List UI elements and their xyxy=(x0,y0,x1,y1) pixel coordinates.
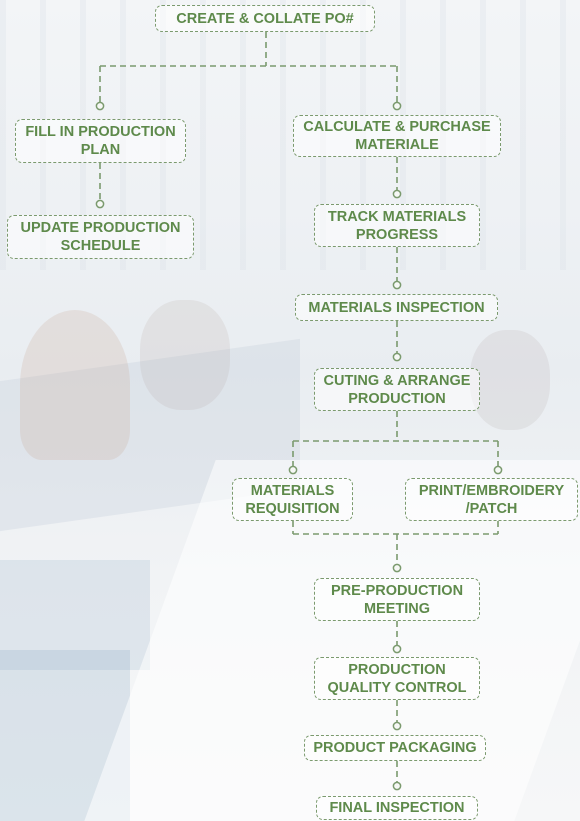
node-label: PRODUCT PACKAGING xyxy=(313,740,477,756)
node-materials-inspection: MATERIALS INSPECTION xyxy=(295,294,498,321)
node-pre-production-meeting: PRE-PRODUCTION MEETING xyxy=(314,578,480,621)
node-final-inspection: FINAL INSPECTION xyxy=(316,796,478,820)
node-production-qc: PRODUCTION QUALITY CONTROL xyxy=(314,657,480,700)
node-create-collate-po: CREATE & COLLATE PO# xyxy=(155,5,375,32)
node-label: UPDATE PRODUCTION SCHEDULE xyxy=(20,220,181,254)
connector-node-dot xyxy=(95,101,105,111)
node-label: PRINT/EMBROIDERY /PATCH xyxy=(418,482,565,517)
node-label: CREATE & COLLATE PO# xyxy=(176,10,354,27)
node-label: CUTING & ARRANGE PRODUCTION xyxy=(323,372,471,407)
node-label: MATERIALS REQUISITION xyxy=(245,482,340,517)
connector-node-dot xyxy=(392,101,402,111)
node-calculate-purchase: CALCULATE & PURCHASE MATERIALE xyxy=(293,115,501,157)
connector-node-dot xyxy=(392,352,402,362)
node-label: MATERIALS INSPECTION xyxy=(308,299,485,316)
node-materials-requisition: MATERIALS REQUISITION xyxy=(232,478,353,521)
connector-node-dot xyxy=(392,280,402,290)
node-track-materials: TRACK MATERIALS PROGRESS xyxy=(314,204,480,247)
node-label: FINAL INSPECTION xyxy=(329,800,465,816)
connector-node-dot xyxy=(392,189,402,199)
node-product-packaging: PRODUCT PACKAGING xyxy=(304,735,486,761)
node-label: PRE-PRODUCTION MEETING xyxy=(330,582,464,617)
connector-node-dot xyxy=(392,721,402,731)
node-label: CALCULATE & PURCHASE MATERIALE xyxy=(303,119,491,153)
connector-node-dot xyxy=(392,644,402,654)
node-label: FILL IN PRODUCTION PLAN xyxy=(25,124,176,158)
node-label: TRACK MATERIALS PROGRESS xyxy=(327,208,467,243)
node-update-production-schedule: UPDATE PRODUCTION SCHEDULE xyxy=(7,215,194,259)
connector-node-dot xyxy=(392,563,402,573)
node-print-embroidery: PRINT/EMBROIDERY /PATCH xyxy=(405,478,578,521)
connector-node-dot xyxy=(95,199,105,209)
node-cutting-arrange: CUTING & ARRANGE PRODUCTION xyxy=(314,368,480,411)
connector-node-dot xyxy=(392,781,402,791)
node-label: PRODUCTION QUALITY CONTROL xyxy=(327,661,467,696)
node-fill-production-plan: FILL IN PRODUCTION PLAN xyxy=(15,119,186,163)
connector-node-dot xyxy=(288,465,298,475)
connector-node-dot xyxy=(493,465,503,475)
